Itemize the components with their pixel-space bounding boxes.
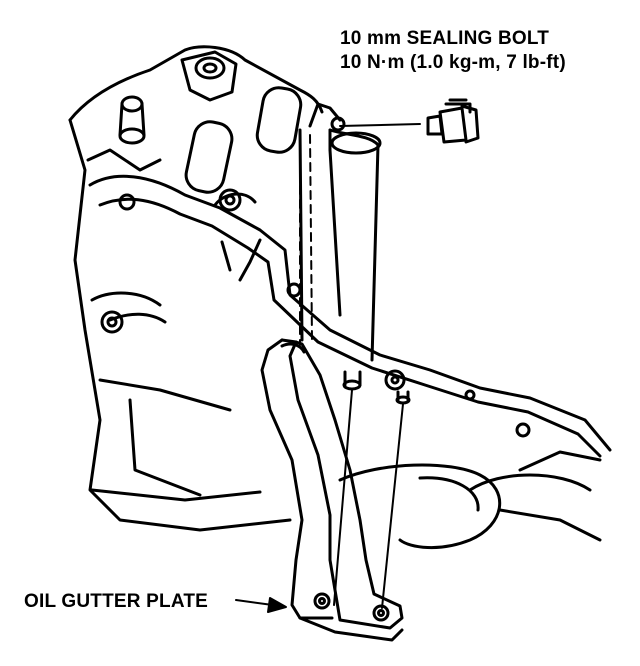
stud-upper-left [118, 95, 146, 145]
plate-leader-arrow [235, 597, 287, 613]
oil-gutter-plate-label: OIL GUTTER PLATE [24, 591, 209, 612]
top-mounting-lug [180, 50, 238, 102]
housing-outline [68, 45, 324, 532]
lower-bowl [338, 450, 602, 550]
sealing-bolt-callout: 10 mm SEALING BOLT 10 N·m (1.0 kg-m, 7 l… [340, 27, 566, 75]
gasket-flange [88, 174, 612, 458]
locating-pins [333, 370, 411, 609]
oil-gutter-plate [260, 338, 404, 642]
housing-bosses [184, 86, 303, 194]
sealing-bolt-label: 10 mm SEALING BOLT [340, 28, 550, 49]
bolt-leader-line [339, 123, 421, 127]
sealing-bolt-torque: 10 N·m (1.0 kg-m, 7 lb-ft) [340, 52, 566, 73]
sealing-bolt-icon [330, 98, 480, 144]
alignment-lines [299, 129, 313, 346]
